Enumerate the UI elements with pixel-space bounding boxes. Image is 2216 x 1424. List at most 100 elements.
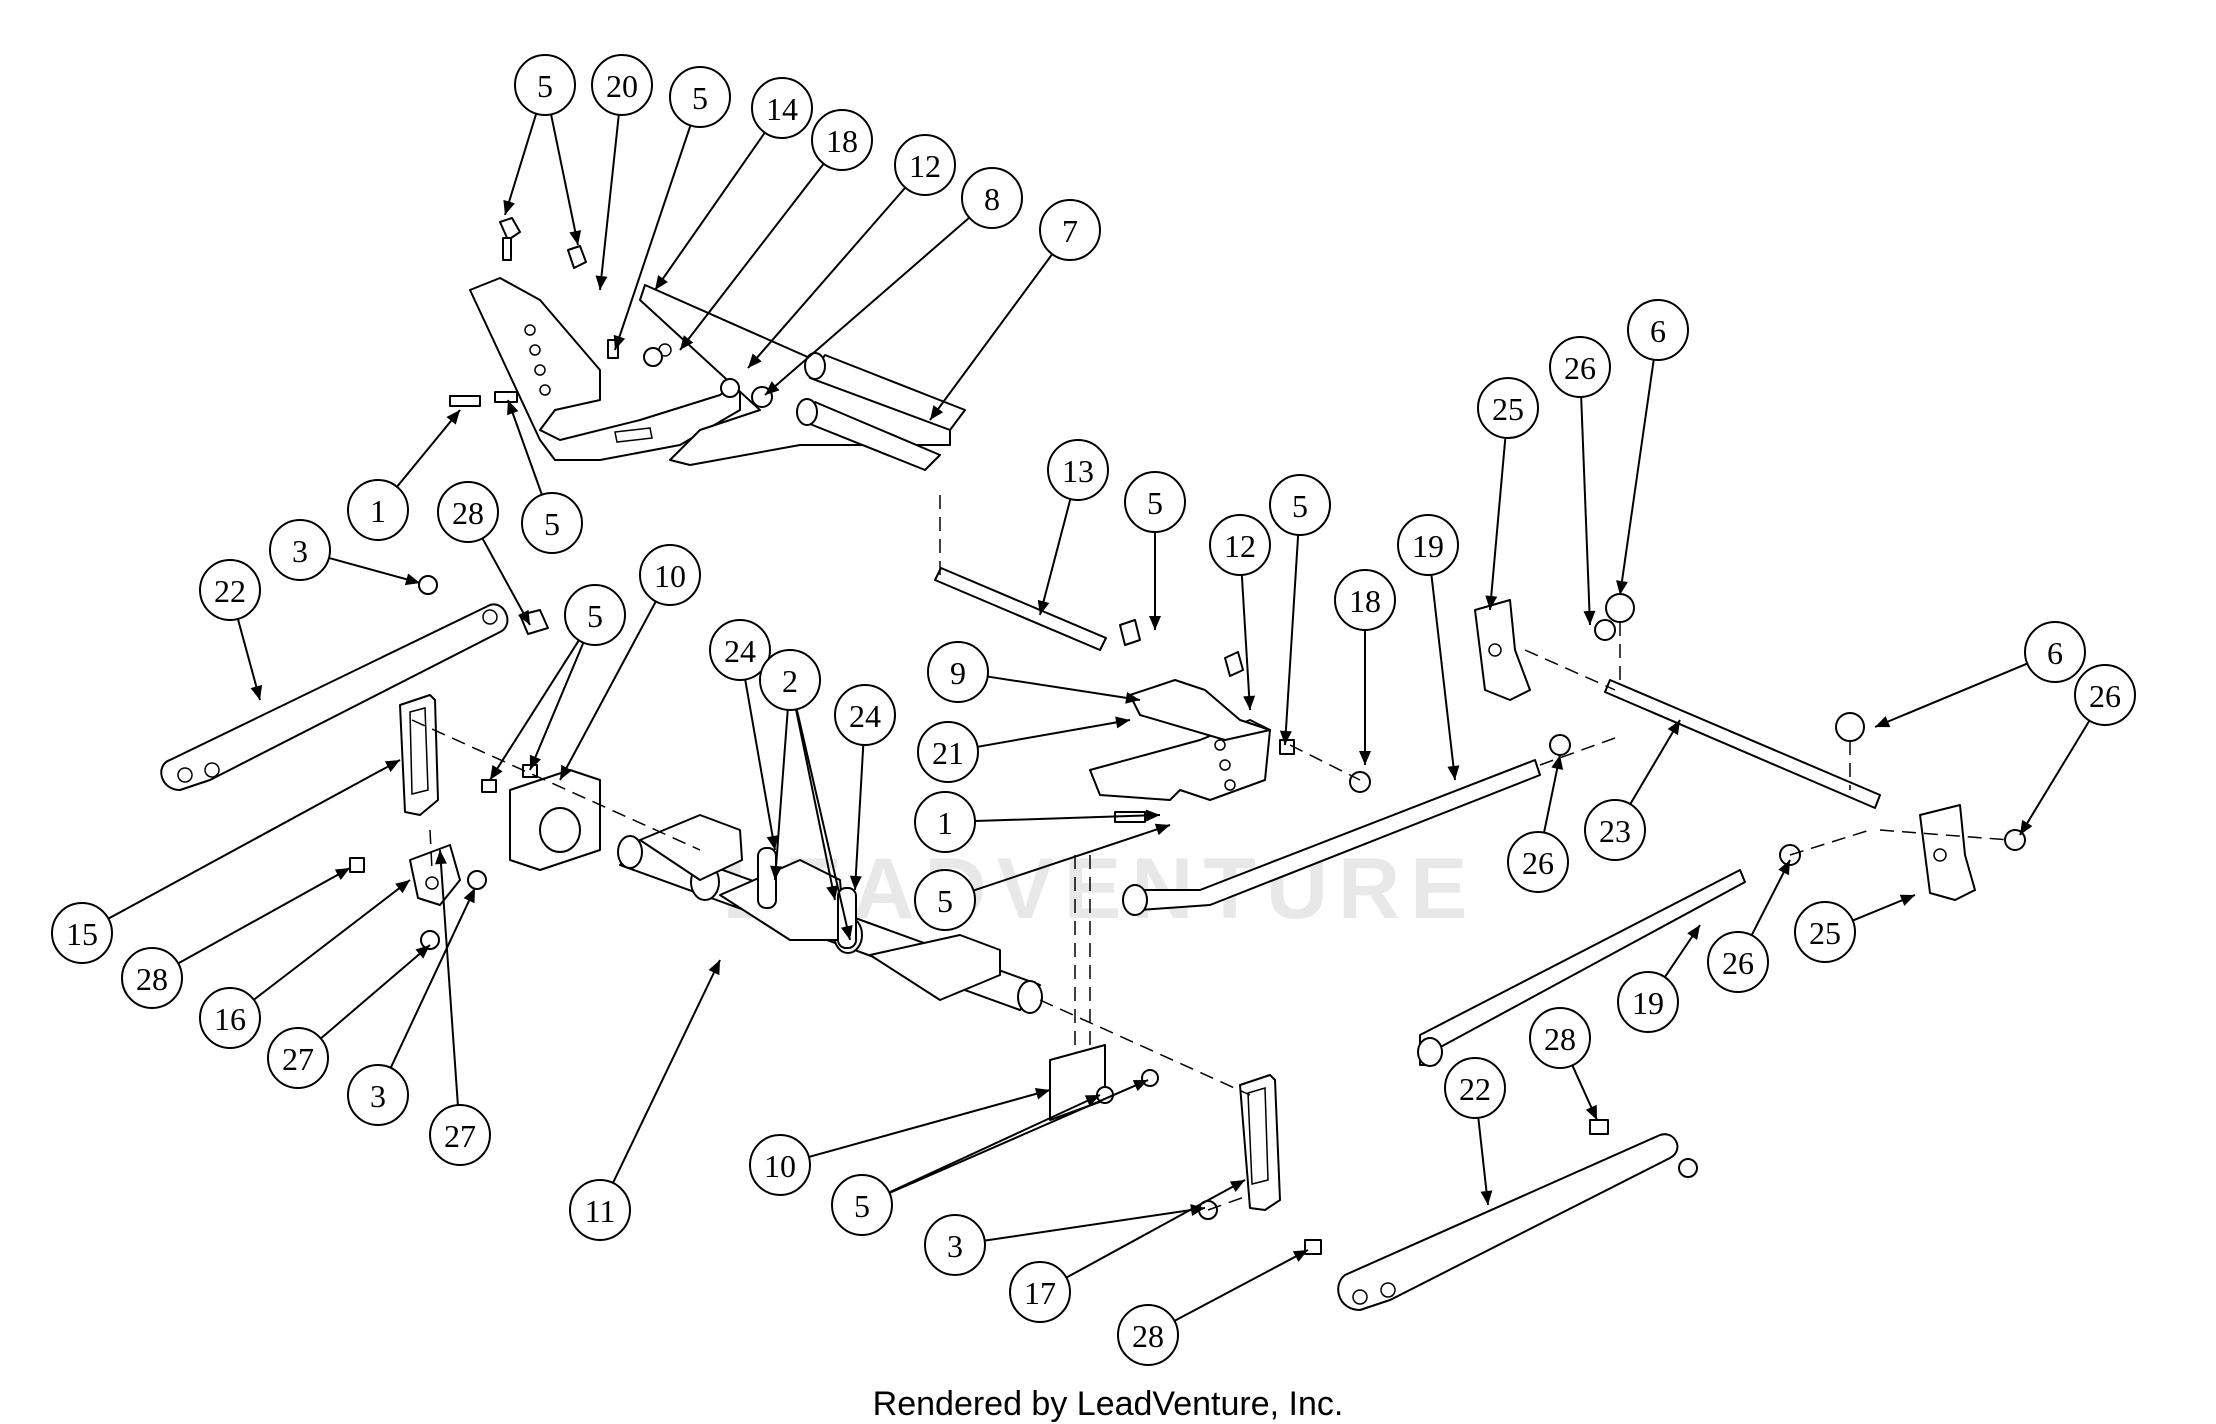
callout-circle (564, 584, 626, 646)
callout-circle (914, 869, 976, 931)
leader-arrowhead (1149, 616, 1161, 630)
leader-arrowhead (1034, 1087, 1050, 1100)
callout-label: 5 (544, 506, 560, 542)
leader-arrowhead (434, 850, 447, 865)
callout-circle (1627, 299, 1689, 361)
leader-arrowhead (1154, 823, 1170, 836)
callout-25: 25 (1477, 377, 1539, 439)
callout-18: 18 (1334, 569, 1396, 631)
leader-line (1430, 574, 1456, 781)
callout-label: 8 (984, 181, 1000, 217)
callout-27: 27 (429, 1104, 491, 1166)
callout-circle (924, 1214, 986, 1276)
parts-layer (160, 217, 2026, 1311)
callout-25: 25 (1794, 901, 1856, 963)
callout-label: 13 (1062, 453, 1094, 489)
callout-5: 5 (1124, 471, 1186, 533)
callout-5: 5 (514, 54, 576, 116)
callout-circle (1477, 377, 1539, 439)
leader-arrowhead (1616, 580, 1628, 595)
leader-arrowhead (518, 609, 530, 625)
callout-circle (1617, 971, 1679, 1033)
leader-arrowhead (395, 880, 410, 894)
callout-label: 5 (587, 598, 603, 634)
callout-label: 16 (214, 1001, 246, 1037)
callout-26: 26 (2074, 664, 2136, 726)
leader-line (854, 744, 865, 891)
callout-label: 24 (724, 633, 756, 669)
callout-circle (1009, 1261, 1071, 1323)
leader-line (507, 399, 543, 496)
leader-line (1619, 359, 1655, 596)
leader-line (764, 216, 970, 396)
callout-label: 26 (1722, 945, 1754, 981)
mount-plate-10-lower (1049, 1044, 1106, 1121)
callout-3: 3 (347, 1064, 409, 1126)
callout-2: 2 (759, 649, 821, 711)
callout-26: 26 (1707, 931, 1769, 993)
callout-19: 19 (1397, 514, 1459, 576)
callout-label: 7 (1062, 213, 1078, 249)
callout-label: 28 (1132, 1318, 1164, 1354)
leader-line (929, 253, 1054, 421)
leader-arrowhead (680, 335, 694, 350)
callout-label: 26 (1522, 845, 1554, 881)
callout-19: 19 (1617, 971, 1679, 1033)
callout-circle (1039, 199, 1101, 261)
callout-label: 3 (292, 533, 308, 569)
callout-22: 22 (199, 559, 261, 621)
callout-24: 24 (709, 619, 771, 681)
callout-10: 10 (639, 544, 701, 606)
leader-arrowhead (930, 405, 944, 420)
callout-5: 5 (564, 584, 626, 646)
callout-label: 5 (1147, 485, 1163, 521)
callout-label: 20 (606, 68, 638, 104)
callout-label: 27 (444, 1118, 476, 1154)
callout-14: 14 (751, 77, 813, 139)
callout-label: 23 (1599, 813, 1631, 849)
callout-circle (347, 479, 409, 541)
callout-5: 5 (831, 1174, 893, 1236)
bracket-25-lower (1919, 804, 1976, 901)
callout-23: 23 (1584, 799, 1646, 861)
callout-label: 28 (1544, 1021, 1576, 1057)
callout-circle (2074, 664, 2136, 726)
callout-26: 26 (1507, 831, 1569, 893)
leader-arrowhead (1279, 730, 1292, 745)
leader-line (1580, 396, 1591, 626)
leader-arrowhead (1875, 716, 1891, 728)
leader-line (504, 113, 538, 216)
callout-circle (831, 1174, 893, 1236)
leader-line (795, 709, 836, 901)
leader-arrowhead (1551, 755, 1564, 770)
callout-label: 5 (692, 80, 708, 116)
leader-arrowhead (490, 764, 503, 780)
leader-line (529, 642, 585, 771)
leader-line (2019, 720, 2091, 836)
leader-line (253, 879, 411, 1001)
leader-arrowhead (1447, 765, 1460, 780)
leader-arrowhead (560, 764, 572, 780)
leader-arrowhead (503, 199, 515, 215)
leader-arrowhead (613, 334, 626, 350)
leader-arrowhead (1229, 1180, 1245, 1192)
callout-5: 5 (521, 492, 583, 554)
leader-line (1750, 859, 1791, 936)
leader-arrowhead (595, 275, 608, 290)
leader-arrowhead (841, 925, 853, 940)
callout-28: 28 (121, 947, 183, 1009)
callout-circle (269, 519, 331, 581)
callout-label: 15 (66, 916, 98, 952)
callout-circle (669, 66, 731, 128)
leader-arrowhead (1480, 1190, 1493, 1205)
callout-17: 17 (1009, 1261, 1071, 1323)
callout-circle (1444, 1057, 1506, 1119)
leader-arrowhead (569, 230, 582, 245)
callout-24: 24 (834, 684, 896, 746)
bracket-15 (399, 694, 439, 816)
callout-circle (834, 684, 896, 746)
link-22-left (160, 603, 509, 791)
leader-line (389, 887, 476, 1069)
callout-circle (521, 492, 583, 554)
leader-arrowhead (1585, 1104, 1597, 1120)
